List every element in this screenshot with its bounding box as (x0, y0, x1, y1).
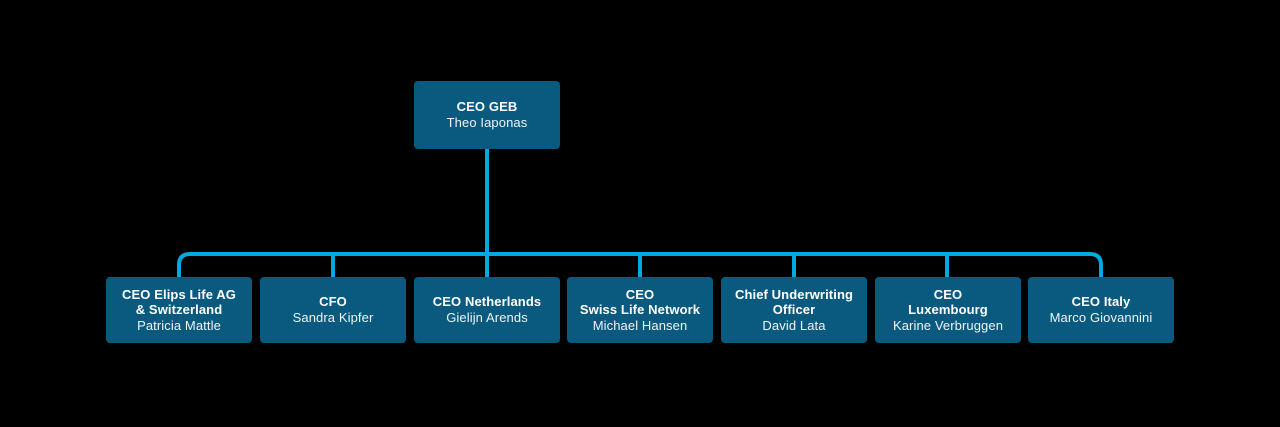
org-node-person: David Lata (762, 317, 826, 333)
connector-bus (177, 252, 1103, 277)
org-node-person: Karine Verbruggen (892, 317, 1004, 333)
org-node-title: CEO Italy (1071, 294, 1131, 310)
org-node-person: Gielijn Arends (446, 309, 528, 325)
org-node-ceo-luxembourg[interactable]: CEO Luxembourg Karine Verbruggen (875, 277, 1021, 343)
org-node-person: Theo Iaponas (446, 114, 528, 130)
org-node-person: Sandra Kipfer (292, 309, 374, 325)
org-node-person: Patricia Mattle (137, 317, 221, 333)
org-node-person: Marco Giovannini (1049, 309, 1153, 325)
org-children-row: CEO Elips Life AG & Switzerland Patricia… (106, 277, 1174, 343)
org-node-ceo-elips-life-switzerland[interactable]: CEO Elips Life AG & Switzerland Patricia… (106, 277, 252, 343)
org-node-ceo-netherlands[interactable]: CEO Netherlands Gielijn Arends (414, 277, 560, 343)
org-node-title: CEO Swiss Life Network (579, 286, 701, 318)
org-node-title: CEO Luxembourg (908, 286, 988, 318)
org-node-title: CEO Elips Life AG & Switzerland (122, 286, 236, 318)
org-node-title: CFO (319, 294, 347, 310)
org-node-ceo-italy[interactable]: CEO Italy Marco Giovannini (1028, 277, 1174, 343)
org-node-title: CEO GEB (456, 99, 518, 115)
org-node-chief-underwriting-officer[interactable]: Chief Underwriting Officer David Lata (721, 277, 867, 343)
org-node-title: Chief Underwriting Officer (734, 286, 854, 318)
org-node-ceo-geb[interactable]: CEO GEB Theo Iaponas (414, 81, 560, 149)
org-node-title: CEO Netherlands (432, 294, 542, 310)
org-node-ceo-swiss-life-network[interactable]: CEO Swiss Life Network Michael Hansen (567, 277, 713, 343)
org-node-person: Michael Hansen (592, 317, 688, 333)
org-node-cfo[interactable]: CFO Sandra Kipfer (260, 277, 406, 343)
